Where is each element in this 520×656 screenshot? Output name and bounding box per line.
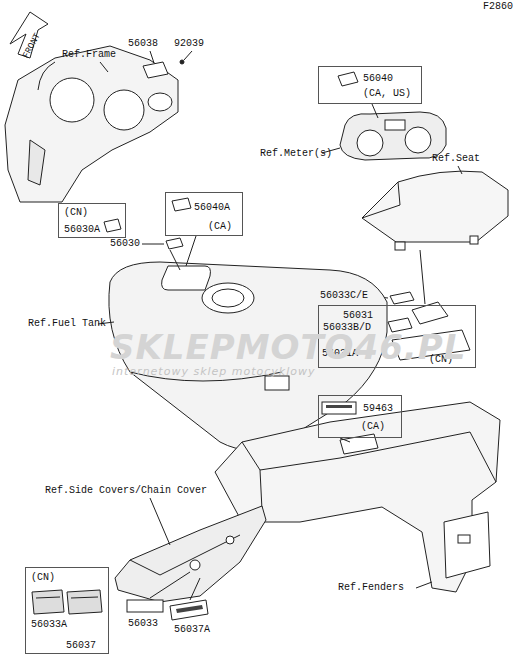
part-number: 56030A [64,225,100,235]
part-number: (CA, US) [363,89,411,99]
label-box: 59463 (CA) [318,395,402,438]
label-box: 56040A (CA) [165,192,243,236]
part-number: (CN) [64,208,88,218]
watermark: internetowy sklep motocyklowy [112,366,316,377]
part-number: (CA) [361,422,385,432]
callout-text: Ref.Meter(s) [260,149,332,159]
callout-text: Ref.Seat [432,154,480,164]
callout-text: Ref.Side Covers/Chain Cover [45,486,207,496]
callout-text: Ref.Fuel Tank [28,319,106,329]
callout-text: Ref.Frame [62,50,116,60]
part-number: (CN) [31,573,55,583]
part-number: 56040A [194,203,230,213]
part-number: 56037 [66,641,96,651]
callout-text: Ref.Fenders [338,583,404,593]
part-number: (CA) [208,222,232,232]
callout-text: 56031 [343,311,373,321]
callout-text: 56030 [110,239,140,249]
callout-text: 92039 [174,39,204,49]
callout-text: 56033C/E [320,291,368,301]
label-box: (CN) 56030A [58,203,126,238]
watermark: SKLEPMOTO46.PL [110,330,466,364]
callout-text: 56033 [128,619,158,629]
label-box: (CN) 56033A 56037 [25,567,109,654]
part-number: 56040 [363,74,393,84]
part-number: 59463 [363,404,393,414]
label-box: 56040 (CA, US) [318,66,422,104]
callout-text: 56038 [128,39,158,49]
part-number: 56033A [31,620,67,630]
callout-text: F2860 [483,2,513,12]
callout-text: 56037A [174,625,210,635]
